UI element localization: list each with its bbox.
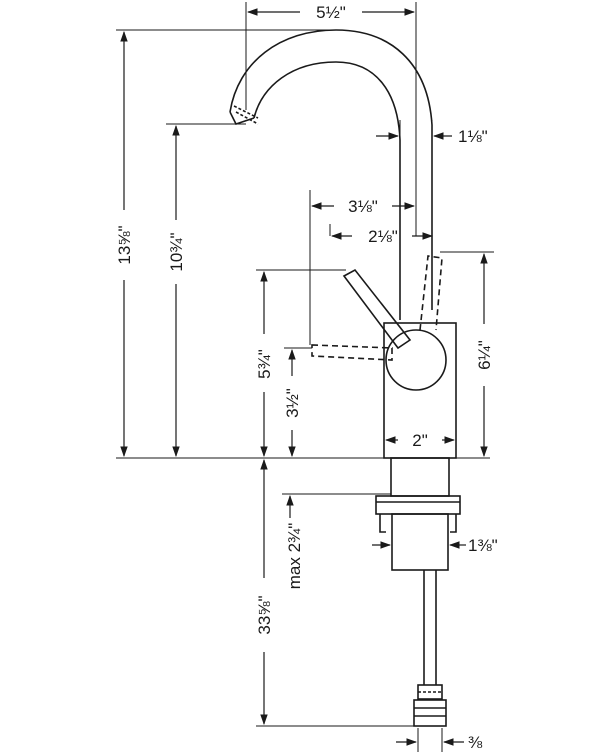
- dim-spout-tube: 1⅛": [376, 127, 488, 146]
- dim-supply-connection-label: ⅜: [468, 733, 483, 752]
- spout-aerator: [229, 111, 255, 125]
- dim-handle-reach: 3⅛": [310, 197, 416, 216]
- dim-overall-height-label: 13⅝": [115, 225, 134, 264]
- handle-hub: [385, 329, 447, 391]
- mounting-shank-top: [390, 457, 450, 497]
- dim-body-width-label: 2": [412, 431, 428, 450]
- dim-pivot-height-label: 3½": [283, 388, 302, 418]
- dim-shank-diameter: 1⅜": [372, 536, 498, 555]
- dim-supply-connection: ⅜: [396, 733, 483, 752]
- dim-body-offset: 2⅛": [330, 227, 434, 246]
- dim-pivot-height: 3½": [283, 348, 302, 458]
- mounting-shank: [391, 513, 449, 571]
- dim-spout-reach-label: 5½": [316, 3, 346, 22]
- dim-body-height-right: 6¼": [475, 252, 494, 458]
- dim-handle-reach-label: 3⅛": [348, 197, 378, 216]
- dim-spout-reach: 5½": [246, 3, 416, 22]
- dim-spout-tube-label: 1⅛": [458, 127, 488, 146]
- dim-body-height-right-label: 6¼": [475, 340, 494, 370]
- spout-inner-edge: [253, 61, 401, 320]
- dim-outlet-height: 10¾": [167, 124, 186, 458]
- dim-handle-height: 5¾": [255, 270, 274, 458]
- dim-body-offset-label: 2⅛": [368, 227, 398, 246]
- dim-shank-diameter-label: 1⅜": [468, 536, 498, 555]
- mounting-bracket: [379, 514, 457, 533]
- supply-fitting-nut: [413, 699, 447, 727]
- dim-mount-thickness: max 2¾": [285, 494, 304, 590]
- dim-handle-height-label: 5¾": [255, 349, 274, 379]
- spout-outer-edge: [229, 29, 433, 310]
- lever-handle-rear: [419, 255, 443, 331]
- lever-handle-closed: [311, 344, 393, 361]
- dim-outlet-height-label: 10¾": [167, 232, 186, 271]
- dim-supply-length: 33⅝": [255, 458, 274, 726]
- extension-lines: [116, 2, 494, 752]
- dim-body-width: 2": [384, 431, 456, 450]
- dim-mount-thickness-label: max 2¾": [285, 523, 304, 590]
- dim-supply-length-label: 33⅝": [255, 595, 274, 634]
- dim-overall-height: 13⅝": [115, 30, 134, 458]
- mounting-plate: [375, 495, 461, 515]
- lever-handle: [342, 268, 412, 350]
